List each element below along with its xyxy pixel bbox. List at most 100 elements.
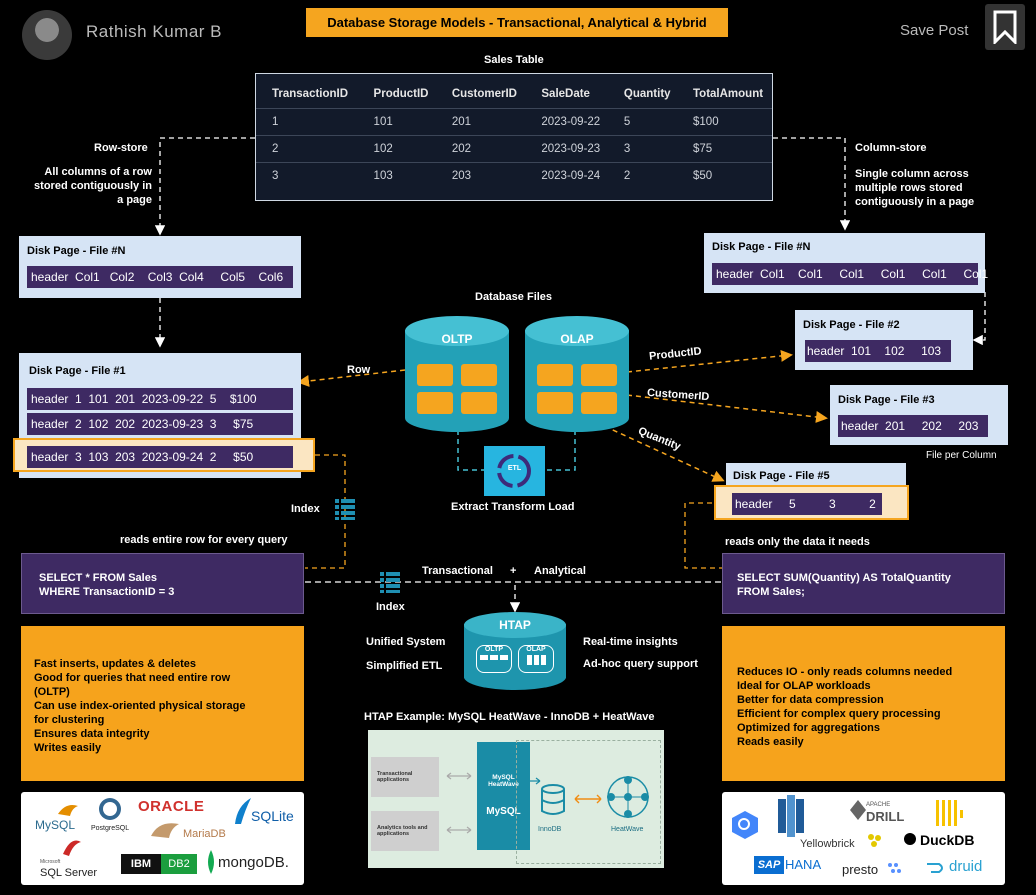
yellowbrick-logo: Yellowbrick — [800, 838, 855, 850]
microsoft-label: Microsoft — [40, 859, 61, 865]
column-store-desc: Single column across multiple rows store… — [855, 168, 975, 208]
disk-row-strip: header 3 103 203 2023-09-24 2 $50 — [27, 446, 293, 468]
table-cell: 1 — [256, 108, 358, 136]
simplified-etl-label: Simplified ETL — [366, 660, 443, 672]
page-title: Database Storage Models - Transactional,… — [306, 8, 728, 37]
disk-page-strip: header Col1 Col2 Col3 Col4 Col5 Col6 — [27, 266, 293, 288]
dolphin-icon — [58, 805, 78, 816]
arrow-icon — [529, 777, 541, 785]
disk-page-title: Disk Page - File #N — [712, 241, 811, 253]
apache-label: APACHE — [866, 802, 891, 808]
highlighted-row: header 3 103 203 2023-09-24 2 $50 — [13, 438, 315, 472]
save-post-button[interactable]: Save Post — [900, 22, 969, 39]
bigquery-icon — [732, 811, 758, 839]
database-files-label: Database Files — [475, 291, 553, 303]
disk-page-strip: header 5 3 2 — [732, 493, 882, 515]
row-store-desc: All columns of a row stored contiguously… — [34, 166, 152, 206]
bookmark-icon[interactable] — [985, 4, 1025, 50]
htap-label: HTAP — [499, 618, 531, 632]
benefit-item: for clustering — [34, 714, 105, 726]
column-header: SaleDate — [525, 74, 608, 109]
benefit-item: Fast inserts, updates & deletes — [34, 658, 196, 670]
sap-logo: SAP — [754, 856, 784, 874]
redshift-icon — [778, 795, 804, 837]
table-cell: 2023-09-24 — [541, 170, 601, 182]
transactional-label: Transactional — [422, 565, 493, 577]
heatwave-diagram: Transactional applications Analytics too… — [368, 730, 664, 868]
table-cell: 101 — [357, 108, 436, 136]
column-header: ProductID — [357, 74, 436, 109]
table-cell: 103 — [373, 170, 393, 182]
olap-cylinder: OLAP — [525, 316, 629, 432]
row-reads-note: reads entire row for every query — [120, 534, 288, 546]
table-cell: 2023-09-22 — [525, 108, 608, 136]
disk-page-title: Disk Page - File #1 — [29, 365, 126, 377]
htap-olap-cylinder: OLAP — [518, 645, 554, 673]
sql-server-logo: SQL Server — [40, 867, 98, 879]
disk-page-strip: header 201 202 203 — [838, 415, 988, 437]
col-disk-page-3: Disk Page - File #3 header 201 202 203 — [830, 385, 1008, 445]
benefit-item: Reduces IO - only reads columns needed — [737, 666, 953, 678]
elephant-icon — [99, 798, 121, 820]
index-icon — [335, 499, 355, 520]
mysql-heatwave-label: MySQL HeatWave — [488, 774, 519, 788]
col-disk-page-n: Disk Page - File #N header Col1 Col1 Col… — [704, 233, 988, 293]
mysql-logo-small: MySQL — [486, 806, 521, 817]
oracle-logo: ORACLE — [138, 798, 205, 815]
presto-logo: presto — [842, 862, 879, 877]
benefit-item: Writes easily — [34, 742, 102, 754]
col-query-box: SELECT SUM(Quantity) AS TotalQuantity FR… — [722, 553, 1005, 614]
benefit-item: Optimized for aggregations — [737, 722, 881, 734]
column-header: Quantity — [607, 74, 678, 109]
seal-icon — [151, 823, 179, 838]
yellowbrick-icon — [868, 834, 881, 847]
mongodb-logo: mongoDB. — [218, 854, 289, 871]
file-per-column-label: File per Column — [926, 450, 997, 461]
heatwave-title: HTAP Example: MySQL HeatWave - InnoDB + … — [364, 711, 655, 723]
disk-page-title: Disk Page - File #5 — [733, 470, 830, 482]
etl-cycle-icon — [497, 454, 531, 488]
clickhouse-icon — [936, 800, 963, 826]
drill-logo: DRILL — [866, 809, 905, 824]
table-row: 1 101 201 2023-09-22 5 $100 — [256, 108, 772, 136]
table-cell: 2 — [623, 170, 631, 182]
row-store-label: Row-store — [94, 142, 148, 154]
drill-icon — [850, 800, 866, 820]
presto-icon — [888, 863, 901, 873]
benefit-item: Reads easily — [737, 736, 804, 748]
disk-row-strip: header 2 102 202 2023-09-23 3 $75 — [27, 413, 293, 435]
col-disk-page-2: Disk Page - File #2 header 101 102 103 — [795, 310, 973, 370]
table-cell: 201 — [435, 108, 526, 136]
col-reads-note: reads only the data it needs — [725, 536, 870, 548]
benefit-item: Good for queries that need entire row — [34, 672, 231, 684]
row-store-logos: MySQL PostgreSQL ORACLE SQLite MariaDB M… — [21, 792, 304, 885]
benefit-item: Efficient for complex query processing — [737, 708, 941, 720]
table-cell: $100 — [677, 108, 772, 136]
disk-page-title: Disk Page - File #3 — [838, 394, 935, 406]
table-cell: $75 — [677, 135, 772, 163]
heatwave-label: HeatWave — [611, 826, 644, 833]
disk-page-strip: header Col1 Col1 Col1 Col1 Col1 Col1 — [712, 263, 988, 285]
table-cell: 3 — [607, 135, 678, 163]
column-store-label: Column-store — [855, 142, 927, 154]
bidirectional-arrows — [446, 772, 472, 834]
column-header: TotalAmount — [677, 74, 772, 109]
table-cell: 102 — [357, 135, 436, 163]
table-cell: 203 — [451, 170, 471, 182]
druid-icon — [927, 863, 943, 873]
author-avatar[interactable] — [22, 10, 72, 60]
col-benefits-box: Reduces IO - only reads columns needed I… — [722, 626, 1005, 781]
table-cell: 5 — [607, 108, 678, 136]
olap-label: OLAP — [560, 332, 594, 346]
sqlite-feather-icon — [235, 798, 251, 824]
sync-arrow — [574, 794, 602, 804]
disk-page-title: Disk Page - File #N — [27, 245, 126, 257]
plus-label: + — [510, 565, 517, 577]
ibm-logo: IBM — [121, 854, 161, 874]
author-name[interactable]: Rathish Kumar B — [86, 22, 222, 41]
oltp-cylinder: OLTP — [405, 316, 509, 432]
mysql-heatwave-box: MySQL HeatWave MySQL — [477, 742, 530, 850]
etl-icon-text: ETL — [507, 465, 522, 472]
innodb-label: InnoDB — [538, 826, 562, 833]
